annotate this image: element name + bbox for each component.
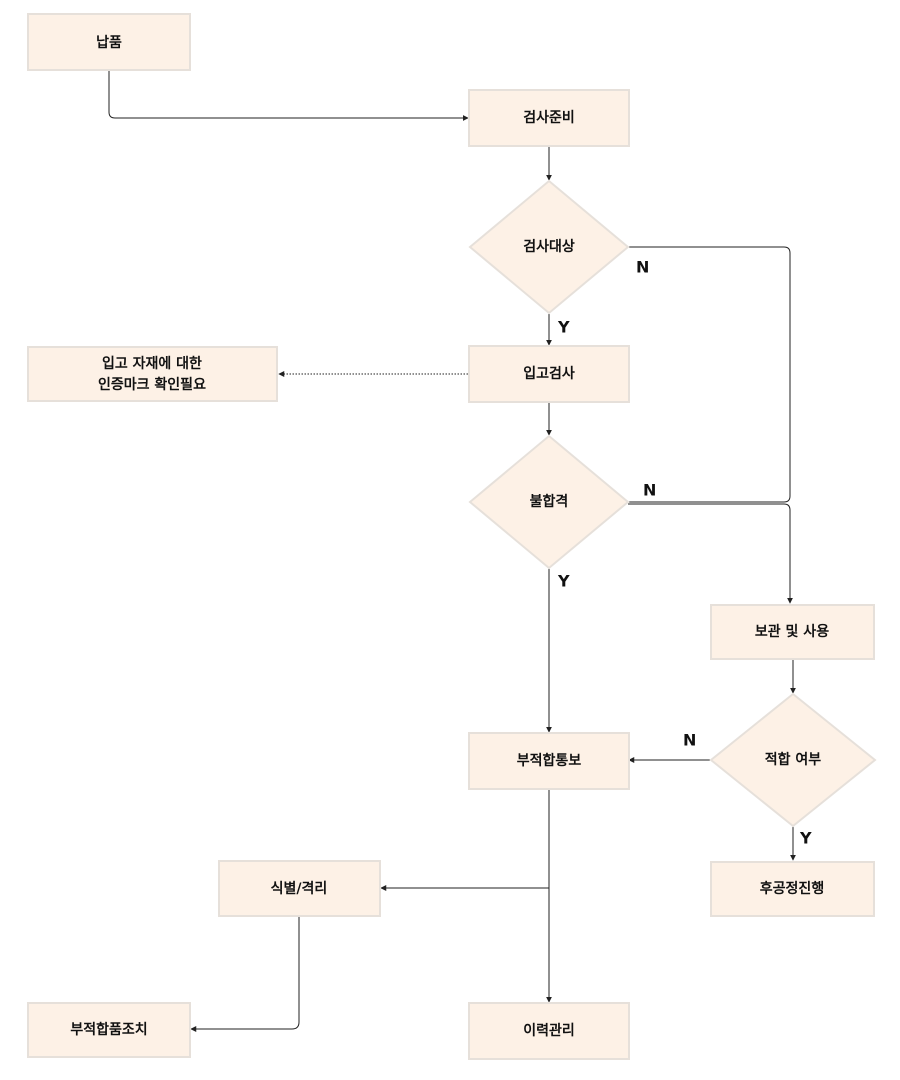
node-nonconformance-notice — [468, 732, 630, 790]
node-storage-use — [710, 604, 875, 660]
label-delivery: 납품 — [96, 34, 122, 51]
node-delivery — [27, 13, 191, 71]
node-history-mgmt — [468, 1002, 630, 1060]
edge-label-target-no: N — [636, 258, 649, 277]
label-cert-mark-line1: 입고 자재에 대한 — [102, 356, 202, 372]
label-cert-mark-line2: 인증마크 확인필요 — [98, 376, 206, 393]
label-storage-use: 보관 및 사용 — [755, 623, 829, 640]
label-history-mgmt: 이력관리 — [523, 1022, 575, 1039]
label-nonconforming-action: 부적합품조치 — [70, 1021, 147, 1038]
edge-delivery-to-prep — [108, 70, 469, 121]
edge-label-target-yes: Y — [557, 318, 570, 337]
label-nonconforming: 불합격 — [530, 493, 569, 510]
edge-label-fail-yes: Y — [557, 572, 570, 591]
label-nonconformance-notice: 부적합통보 — [517, 752, 582, 769]
edge-fail-no-to-storage — [628, 503, 793, 604]
node-cert-mark — [27, 346, 278, 402]
node-incoming-inspection — [468, 345, 630, 403]
decision-nonconforming — [468, 434, 630, 570]
label-suitability: 적합 여부 — [765, 751, 822, 768]
node-identify-isolate — [218, 860, 381, 917]
node-nonconforming-action — [27, 1002, 191, 1058]
label-next-process: 후공정진행 — [760, 880, 824, 897]
label-identify-isolate: 식별/격리 — [271, 880, 328, 897]
decision-suitability — [709, 692, 877, 828]
edge-label-suit-no: N — [683, 731, 696, 750]
edge-label-suit-yes: Y — [799, 829, 812, 848]
label-inspection-target: 검사대상 — [523, 238, 575, 255]
label-incoming-inspection: 입고검사 — [523, 365, 575, 382]
decision-inspection-target — [468, 179, 630, 315]
edge-label-fail-no: N — [643, 481, 656, 500]
node-inspection-prep — [468, 89, 630, 147]
label-inspection-prep: 검사준비 — [523, 109, 575, 126]
node-next-process — [710, 861, 875, 917]
edge-identify-to-action — [190, 916, 300, 1032]
edge-target-no-bypass — [628, 246, 791, 503]
